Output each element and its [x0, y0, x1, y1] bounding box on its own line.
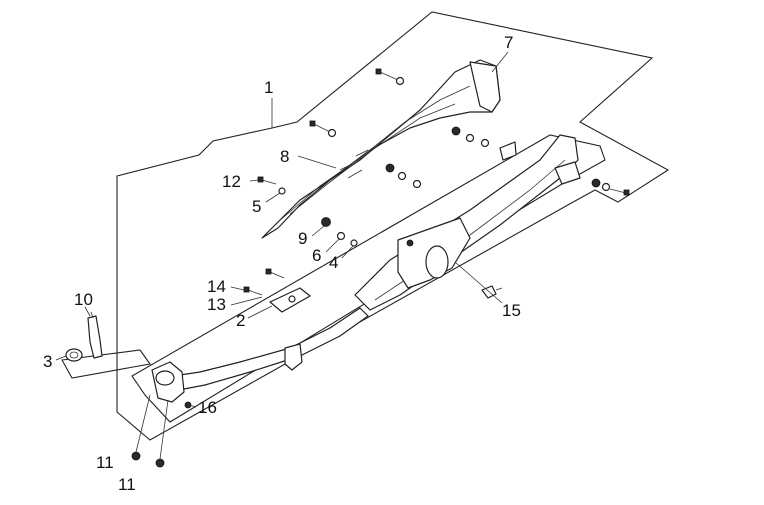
washer-right-a: [465, 133, 475, 143]
callout-7: 7: [504, 33, 513, 52]
nut-right-a: [451, 126, 461, 136]
callout-1: 1: [264, 78, 273, 97]
heat-shield-rib-1: [277, 85, 471, 223]
inner-subassembly-frame: [131, 134, 606, 423]
leader-15: [454, 261, 503, 304]
heat-shield-rib-2: [289, 103, 456, 215]
nut-9: [321, 217, 331, 227]
gasket-2-hole: [288, 295, 296, 303]
nut-11-b: [155, 458, 165, 468]
leader-9: [311, 225, 325, 237]
callout-9: 9: [298, 229, 307, 248]
washer-3-hole: [69, 351, 79, 359]
mid-hanger-bracket: [499, 141, 517, 161]
heat-shield-body: [261, 59, 501, 239]
leader-2: [247, 305, 273, 319]
muffler-body: [354, 134, 579, 311]
nut-far-right: [591, 178, 601, 188]
callout-4: 4: [329, 253, 338, 272]
callout-12: 12: [222, 172, 241, 191]
callout-3: 3: [43, 352, 52, 371]
washer-right-b: [480, 138, 490, 148]
bolt-top-head: [375, 68, 382, 75]
bolt-12-head: [257, 176, 264, 183]
callout-13: 13: [207, 295, 226, 314]
leader-12: [249, 179, 259, 182]
heat-shield-louver: [339, 149, 369, 179]
washer-4: [350, 239, 358, 247]
leader-lines: [55, 51, 509, 460]
bolt-14-head: [243, 286, 250, 293]
callout-6: 6: [312, 246, 321, 265]
leader-3: [55, 355, 67, 361]
leader-6: [325, 238, 340, 253]
bolt-14-shaft: [247, 289, 263, 296]
washer-5: [278, 187, 286, 195]
bolt-far-right-head: [623, 189, 630, 196]
heat-shield: [261, 59, 501, 239]
washer-top: [395, 76, 405, 86]
leader-11-a: [135, 394, 151, 453]
spark-plug-10: [87, 315, 103, 359]
callout-15: 15: [502, 301, 521, 320]
callout-14: 14: [207, 277, 226, 296]
nut-11-a: [131, 451, 141, 461]
callout-8: 8: [280, 147, 289, 166]
callout-labels: 1 7 8 12 5 9 6 4 14 13 2 10 3 16 15 11 1…: [43, 33, 521, 494]
bolt-left-shaft: [313, 123, 331, 133]
leader-13: [230, 296, 263, 306]
callout-10: 10: [74, 290, 93, 309]
bolt-upper-gasket-shaft: [269, 271, 285, 279]
bolt-top-shaft: [379, 71, 399, 81]
callout-5: 5: [252, 197, 261, 216]
callout-16: 16: [198, 398, 217, 417]
callout-11-a: 11: [96, 453, 114, 472]
bolt-far-right-shaft: [609, 188, 627, 194]
washer-far-right: [601, 182, 611, 192]
muffler-mount-bushing: [425, 245, 449, 279]
leader-5: [265, 192, 281, 203]
leader-10: [84, 306, 91, 317]
nut-mid-a: [385, 163, 395, 173]
washer-mid-a: [397, 171, 407, 181]
hardware: [65, 68, 630, 468]
exhaust-pipe: [151, 134, 581, 403]
leader-11-b: [159, 399, 169, 460]
washer-6: [336, 231, 346, 241]
leader-16: [188, 404, 197, 408]
callout-2: 2: [236, 311, 245, 330]
header-port: [155, 370, 175, 386]
washer-left: [327, 128, 337, 138]
spark-plug-frame: [61, 349, 151, 379]
washer-mid-b: [412, 179, 422, 189]
washer-3: [65, 348, 83, 362]
header-pipe: [159, 307, 369, 393]
rear-hanger-bracket: [554, 161, 581, 185]
bolt-16-head: [184, 401, 192, 409]
bolt-12-shaft: [261, 179, 277, 185]
sensor-15-tip: [495, 287, 503, 291]
leader-4: [341, 245, 354, 259]
leader-7: [491, 51, 509, 73]
muffler-mount-bolt-head: [406, 239, 414, 247]
leader-8: [297, 155, 337, 169]
heat-shield-end-cap: [469, 61, 501, 113]
bolt-upper-gasket-head: [265, 268, 272, 275]
pipe-bracket: [284, 343, 303, 371]
bolt-left-head: [309, 120, 316, 127]
spark-plug-electrode: [90, 311, 94, 319]
callout-11-b: 11: [118, 475, 136, 494]
leader-14: [230, 286, 245, 291]
